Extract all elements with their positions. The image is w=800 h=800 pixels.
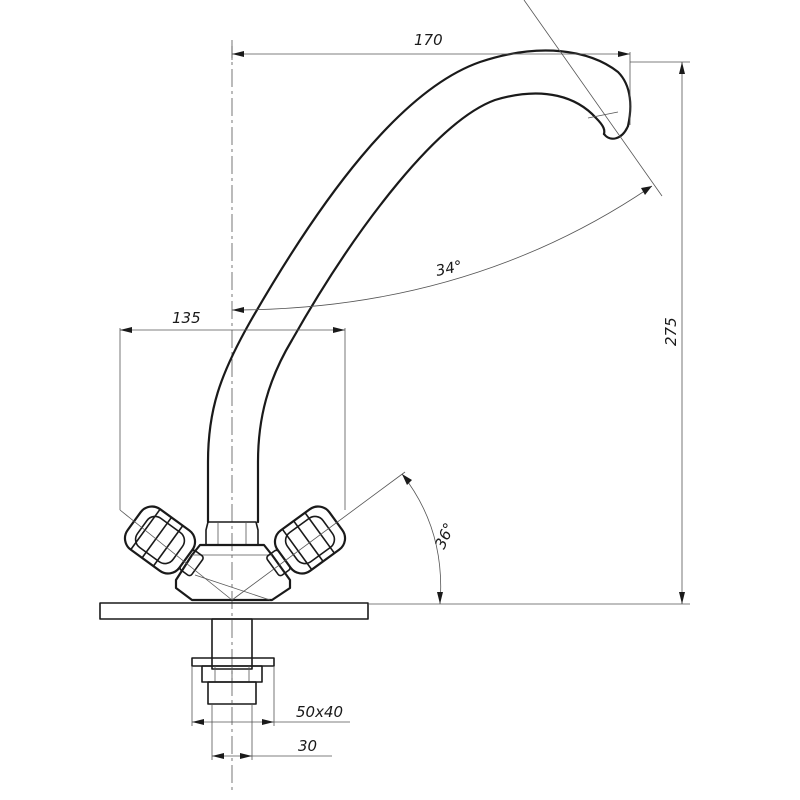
right-handle bbox=[266, 505, 347, 577]
left-handle bbox=[123, 505, 204, 577]
mounting-shank bbox=[191, 618, 275, 705]
dimension-spout-reach bbox=[231, 46, 631, 125]
handle-axes bbox=[119, 471, 406, 601]
faucet-body bbox=[174, 521, 292, 602]
dimension-label-34deg: 34° bbox=[434, 257, 464, 280]
dimension-label-275: 275 bbox=[662, 317, 680, 346]
dimension-handle-span bbox=[119, 327, 346, 510]
dimension-label-36deg: 36° bbox=[431, 520, 458, 552]
dimension-base-size bbox=[191, 666, 350, 726]
deck-plate bbox=[99, 602, 369, 620]
spout bbox=[206, 49, 632, 524]
dimension-label-50x40: 50x40 bbox=[296, 703, 343, 721]
dimension-spout-angle bbox=[231, 0, 663, 313]
dimension-label-170: 170 bbox=[414, 31, 443, 49]
dimension-handle-angle bbox=[401, 473, 443, 605]
dimension-label-30: 30 bbox=[298, 737, 317, 755]
dimension-label-135: 135 bbox=[172, 309, 201, 327]
dimension-shank-diameter bbox=[211, 704, 332, 760]
dimension-total-height bbox=[368, 61, 690, 605]
